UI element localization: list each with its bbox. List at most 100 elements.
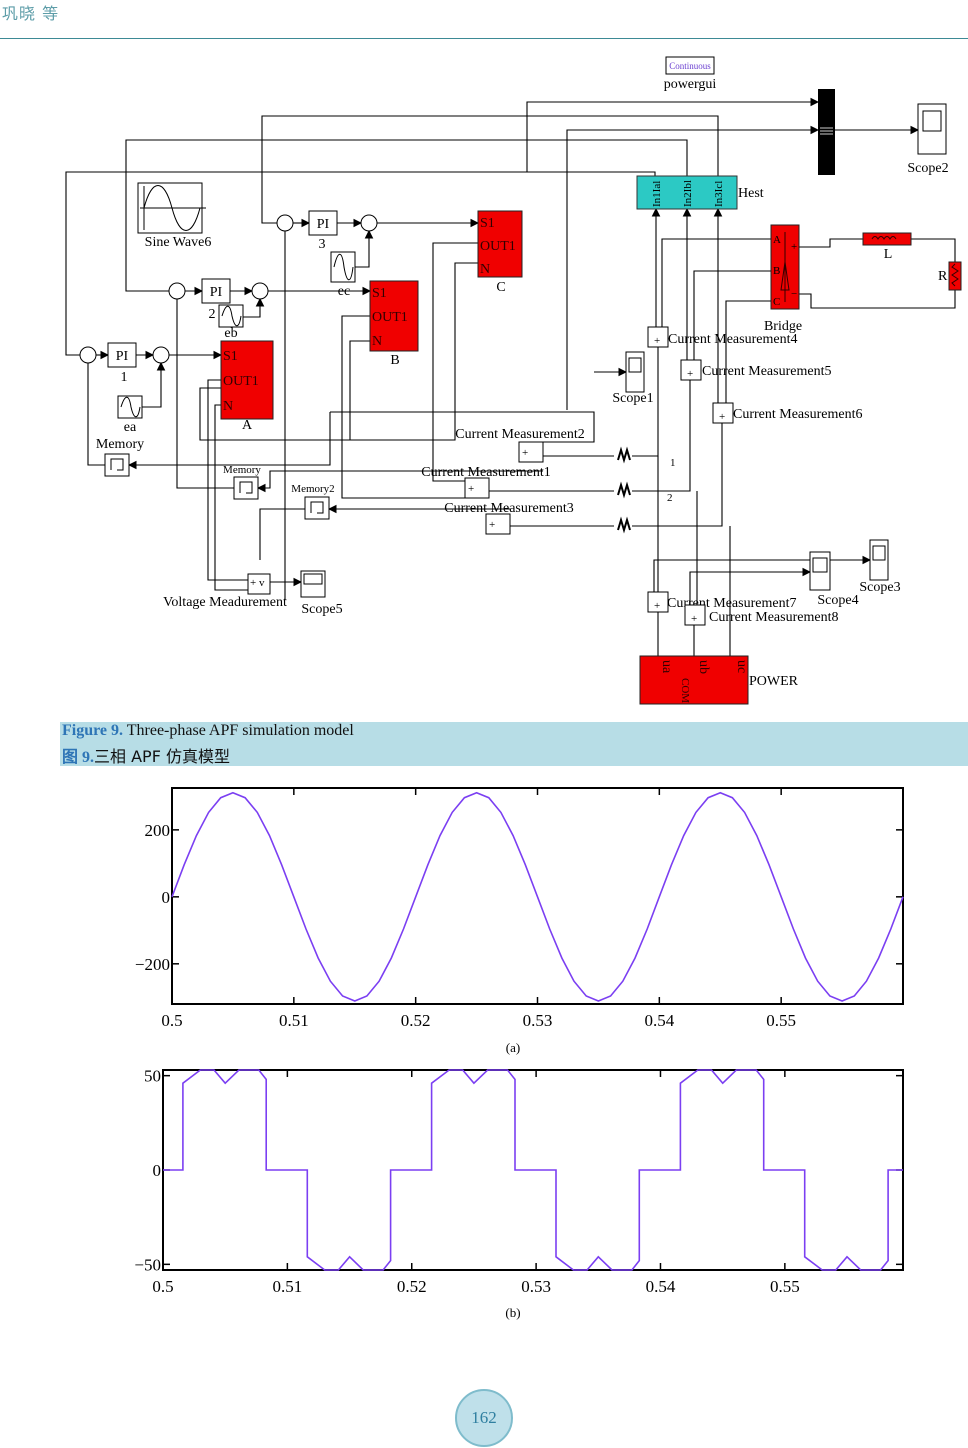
pi-block-1[interactable]: PI 1 bbox=[107, 342, 137, 385]
phase-block-a[interactable]: S1 OUT1 N A bbox=[220, 340, 274, 433]
bridge-port-c: C bbox=[773, 296, 780, 308]
y-tick-label: 200 bbox=[145, 821, 171, 840]
svg-text:+: + bbox=[654, 335, 660, 347]
mux-block[interactable] bbox=[818, 89, 835, 175]
memory1-block[interactable]: Memory bbox=[223, 464, 261, 500]
pi-block-2[interactable]: PI 2 bbox=[201, 278, 231, 322]
scope-label: Scope3 bbox=[859, 580, 900, 595]
pi-block-3[interactable]: PI 3 bbox=[308, 210, 338, 252]
bridge-label: Bridge bbox=[764, 319, 802, 334]
port-s1: S1 bbox=[480, 216, 495, 231]
svg-text:+ v: + v bbox=[250, 577, 265, 589]
resistor-block[interactable]: R bbox=[938, 261, 962, 291]
phase-block-b[interactable]: S1 OUT1 N B bbox=[369, 280, 419, 368]
memory-block[interactable]: Memory bbox=[96, 437, 144, 477]
inductor-block[interactable]: L bbox=[862, 232, 912, 262]
current-measurement-8[interactable]: + Current Measurement8 bbox=[684, 604, 838, 626]
powergui-mode: Continuous bbox=[669, 61, 711, 71]
memory-label: Memory bbox=[223, 464, 261, 476]
bridge-port-b: B bbox=[773, 265, 780, 277]
breaker-icon bbox=[617, 481, 631, 499]
scope1-block[interactable]: Scope1 bbox=[612, 351, 654, 406]
sine-source-eb[interactable]: eb bbox=[218, 304, 244, 341]
pi-label: 2 bbox=[209, 307, 216, 322]
svg-text:+: + bbox=[691, 613, 697, 625]
x-tick-label: 0.54 bbox=[644, 1011, 674, 1030]
cm-label: Current Measurement2 bbox=[455, 427, 584, 442]
phase-block-label: B bbox=[390, 353, 399, 368]
sum-block bbox=[152, 346, 170, 364]
caption-figure-number: Figure 9. bbox=[62, 722, 124, 739]
caption-english: Figure 9. Three-phase APF simulation mod… bbox=[62, 722, 354, 740]
current-measurement-6[interactable]: + Current Measurement6 bbox=[712, 402, 862, 424]
node-label: 2 bbox=[667, 492, 673, 504]
running-header-author: 巩晓 等 bbox=[2, 4, 60, 23]
port-n: N bbox=[480, 262, 490, 277]
power-block[interactable]: ua ub uc COM POWER bbox=[639, 655, 799, 705]
current-measurement-5[interactable]: + Current Measurement5 bbox=[680, 359, 831, 381]
y-tick-label: 50 bbox=[144, 1067, 161, 1086]
x-tick-label: 0.55 bbox=[766, 1011, 796, 1030]
cm-label: Current Measurement8 bbox=[709, 610, 838, 625]
scope4-block[interactable]: Scope4 bbox=[809, 551, 859, 608]
pi-text: PI bbox=[317, 217, 330, 232]
current-measurement-3[interactable]: +Current Measurement3 bbox=[444, 501, 574, 535]
y-tick-label: 0 bbox=[162, 888, 171, 907]
current-measurement-7[interactable]: +Current Measurement7 bbox=[647, 591, 796, 613]
sine-source-ea[interactable]: ea bbox=[117, 395, 143, 435]
breaker-icon bbox=[617, 516, 631, 534]
x-tick-label: 0.54 bbox=[646, 1277, 676, 1296]
figure-caption: Figure 9. Three-phase APF simulation mod… bbox=[60, 722, 968, 766]
y-tick-label: −200 bbox=[135, 955, 170, 974]
pi-text: PI bbox=[116, 349, 129, 364]
scope2-block[interactable]: Scope2 bbox=[907, 103, 949, 176]
sum-blocks bbox=[79, 214, 378, 364]
scope2-label: Scope2 bbox=[907, 161, 948, 176]
x-tick-label: 0.53 bbox=[523, 1011, 553, 1030]
current-measurement-2[interactable]: + Current Measurement2 bbox=[455, 427, 585, 463]
x-tick-label: 0.5 bbox=[152, 1277, 173, 1296]
sum-block bbox=[79, 346, 97, 364]
bridge-block[interactable]: A B C + − Bridge bbox=[764, 224, 802, 334]
cm-label: Current Measurement5 bbox=[702, 364, 831, 379]
scope5-block[interactable]: Scope5 bbox=[300, 570, 343, 617]
memory2-block[interactable]: Memory2 bbox=[291, 483, 335, 520]
sum-block bbox=[360, 214, 378, 232]
caption-text-zh: 三相 APF 仿真模型 bbox=[94, 747, 230, 766]
x-tick-label: 0.5 bbox=[161, 1011, 182, 1030]
x-tick-label: 0.52 bbox=[401, 1011, 431, 1030]
current-measurement-4[interactable]: +Current Measurement4 bbox=[647, 326, 797, 348]
caption-figure-number-zh: 图 9. bbox=[62, 749, 95, 766]
svg-text:+: + bbox=[719, 411, 725, 423]
phase-block-label: A bbox=[242, 418, 253, 433]
breaker-icon bbox=[617, 446, 631, 464]
svg-text:+: + bbox=[687, 368, 693, 380]
sum-block bbox=[251, 282, 269, 300]
hest-block[interactable]: In1Ial In2Ibl In3Icl Hest bbox=[636, 175, 764, 210]
x-tick-label: 0.51 bbox=[279, 1011, 309, 1030]
phase-block-label: C bbox=[496, 280, 505, 295]
sine-wave6-block[interactable]: Sine Wave6 bbox=[137, 182, 212, 250]
current-measurement-1[interactable]: +Current Measurement1 bbox=[421, 465, 551, 499]
svg-text:+: + bbox=[522, 447, 528, 459]
resistor-label: R bbox=[938, 269, 948, 284]
power-port-ub: ub bbox=[696, 660, 711, 674]
sine-source-label: ec bbox=[338, 284, 350, 299]
svg-text:+: + bbox=[468, 483, 474, 495]
series-line bbox=[163, 1069, 903, 1271]
bridge-port-a: A bbox=[773, 234, 781, 246]
hest-port-2: In2Ibl bbox=[682, 180, 694, 207]
sine-source-ec[interactable]: ec bbox=[330, 251, 356, 299]
scope3-block[interactable]: Scope3 bbox=[859, 539, 901, 595]
x-tick-label: 0.55 bbox=[770, 1277, 800, 1296]
header-divider bbox=[0, 38, 968, 39]
powergui-label: powergui bbox=[664, 77, 717, 92]
cm-label: Current Measurement6 bbox=[733, 407, 862, 422]
page-number: 162 bbox=[455, 1389, 513, 1447]
powergui-block[interactable]: Continuous powergui bbox=[664, 56, 717, 92]
phase-block-c[interactable]: S1 OUT1 N C bbox=[477, 210, 523, 295]
series-line bbox=[171, 791, 904, 1002]
scope-label: Scope1 bbox=[612, 391, 653, 406]
sine-wave6-label: Sine Wave6 bbox=[145, 235, 212, 250]
